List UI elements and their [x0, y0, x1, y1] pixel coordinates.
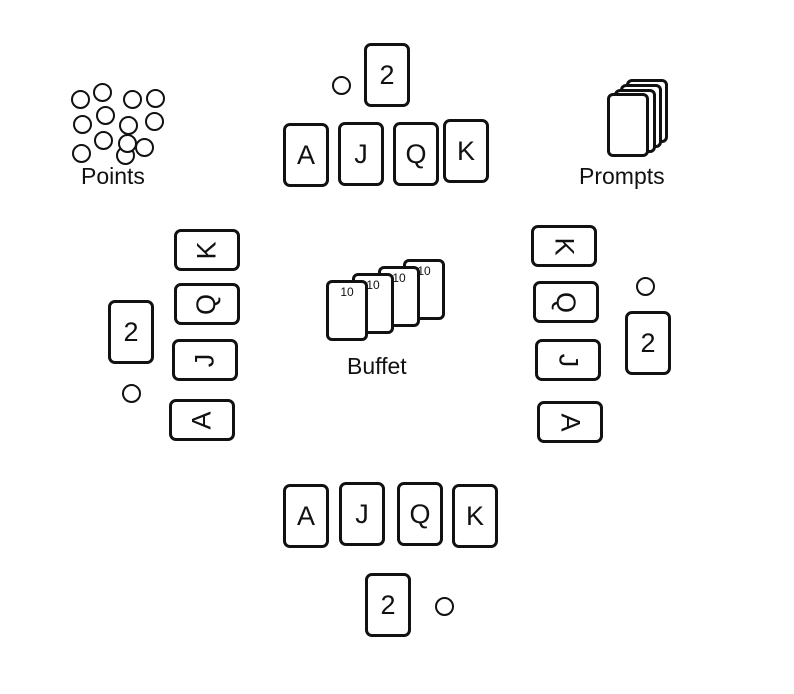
hand-card[interactable]: A	[283, 484, 329, 548]
card-rank: A	[186, 410, 217, 430]
buffet-label: Buffet	[347, 353, 407, 379]
special-card[interactable]: 2	[365, 573, 411, 637]
point-token[interactable]	[118, 134, 137, 153]
point-token[interactable]	[93, 83, 112, 102]
buffet-card-value: 10	[340, 285, 354, 299]
buffet-card-value: 10	[366, 278, 380, 292]
card-rank: K	[465, 500, 484, 531]
card-rank: A	[555, 412, 586, 432]
buffet-card-value: 10	[417, 264, 431, 278]
card-rank: K	[456, 135, 475, 166]
point-token[interactable]	[119, 116, 138, 135]
hand-card[interactable]: J	[338, 122, 384, 186]
card-rank: K	[191, 240, 222, 260]
point-token[interactable]	[73, 115, 92, 134]
hand-card[interactable]: J	[339, 482, 385, 546]
card-rank: A	[296, 500, 315, 531]
card-rank: Q	[551, 291, 582, 313]
card-rank: Q	[191, 293, 222, 315]
hand-card[interactable]: A	[537, 401, 603, 443]
hand-card[interactable]: K	[443, 119, 489, 183]
prompt-card-top[interactable]	[607, 93, 649, 157]
player-token[interactable]	[636, 277, 655, 296]
card-rank: J	[189, 353, 220, 367]
hand-card[interactable]: J	[172, 339, 238, 381]
card-rank: Q	[405, 138, 427, 169]
buffet-card[interactable]: 10	[326, 280, 368, 341]
card-rank: K	[549, 236, 580, 256]
hand-card[interactable]: J	[535, 339, 601, 381]
hand-card[interactable]: A	[283, 123, 329, 187]
points-label: Points	[81, 163, 145, 189]
special-card[interactable]: 2	[364, 43, 410, 107]
point-token[interactable]	[71, 90, 90, 109]
card-rank: J	[355, 498, 369, 529]
card-rank: 2	[380, 589, 396, 620]
player-token[interactable]	[122, 384, 141, 403]
point-token[interactable]	[96, 106, 115, 125]
card-rank: 2	[379, 59, 395, 90]
hand-card[interactable]: Q	[393, 122, 439, 186]
point-token[interactable]	[94, 131, 113, 150]
card-rank: J	[354, 138, 368, 169]
player-token[interactable]	[332, 76, 351, 95]
special-card[interactable]: 2	[625, 311, 671, 375]
point-token[interactable]	[145, 112, 164, 131]
card-rank: 2	[123, 316, 139, 347]
hand-card[interactable]: Q	[397, 482, 443, 546]
card-rank: J	[553, 353, 584, 367]
point-token[interactable]	[72, 144, 91, 163]
hand-card[interactable]: K	[174, 229, 240, 271]
card-rank: 2	[640, 327, 656, 358]
hand-card[interactable]: K	[531, 225, 597, 267]
player-token[interactable]	[435, 597, 454, 616]
hand-card[interactable]: A	[169, 399, 235, 441]
hand-card[interactable]: Q	[533, 281, 599, 323]
hand-card[interactable]: Q	[174, 283, 240, 325]
buffet-card-value: 10	[392, 271, 406, 285]
hand-card[interactable]: K	[452, 484, 498, 548]
prompts-label: Prompts	[579, 163, 665, 189]
special-card[interactable]: 2	[108, 300, 154, 364]
point-token[interactable]	[135, 138, 154, 157]
card-rank: A	[296, 139, 315, 170]
card-rank: Q	[409, 498, 431, 529]
point-token[interactable]	[123, 90, 142, 109]
point-token[interactable]	[146, 89, 165, 108]
